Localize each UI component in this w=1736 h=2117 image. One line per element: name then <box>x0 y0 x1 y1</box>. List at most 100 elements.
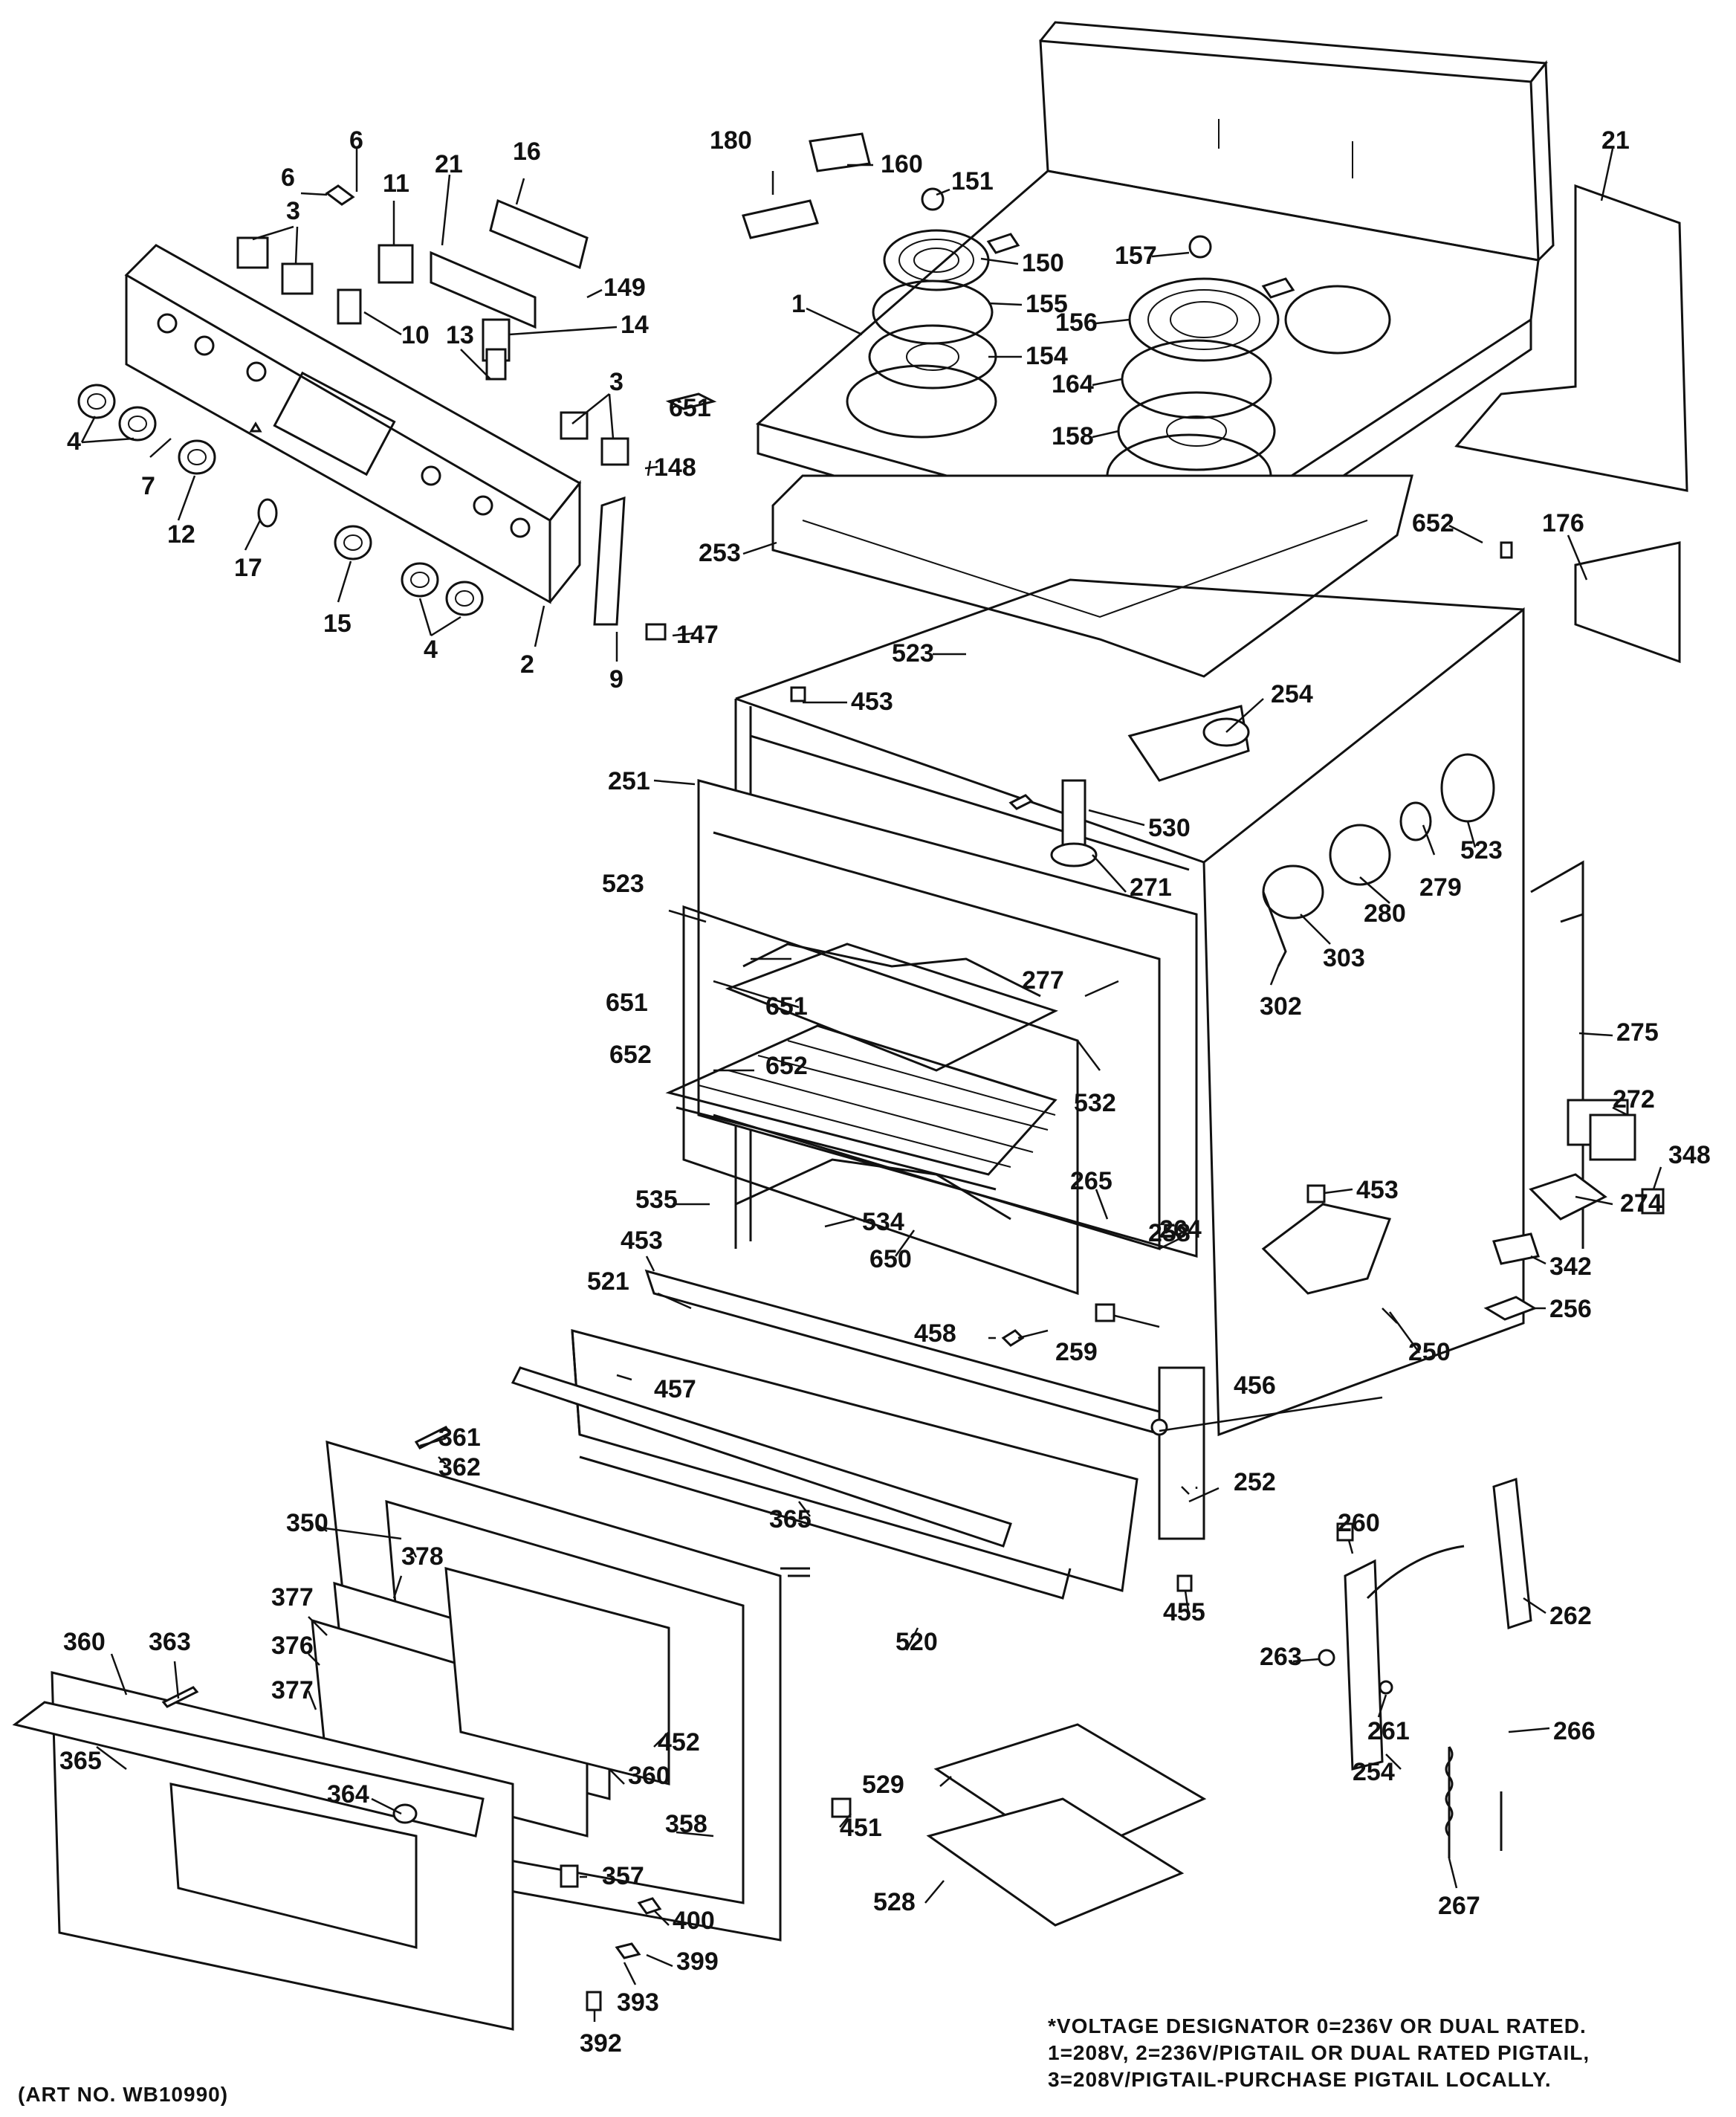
part-label: 264 <box>1159 1215 1202 1244</box>
part-label: 652 <box>765 1052 808 1080</box>
voltage-note-line: 1=208V, 2=236V/PIGTAIL OR DUAL RATED PIG… <box>1048 2041 1590 2064</box>
part-label: 256 <box>1549 1295 1592 1323</box>
part-label: 392 <box>580 2029 622 2058</box>
part-label: 250 <box>1408 1338 1451 1366</box>
part-labels: 6 6 3 11 21 16 10 13 149 14 3 148 4 7 12… <box>59 126 1711 2058</box>
broiler-pan <box>926 1723 1207 1927</box>
part-label: 364 <box>327 1780 369 1809</box>
art-number: (ART NO. WB10990) <box>18 2083 229 2106</box>
part-label: 458 <box>914 1319 956 1348</box>
part-label: 4 <box>67 427 81 456</box>
leader-lines <box>80 148 1662 2022</box>
part-label: 265 <box>1070 1167 1112 1195</box>
part-label: 303 <box>1323 944 1365 972</box>
part-label: 157 <box>1115 242 1157 270</box>
part-label: 652 <box>609 1041 652 1069</box>
part-label: 350 <box>286 1509 328 1537</box>
part-label: 358 <box>665 1810 707 1838</box>
part-label: 254 <box>1271 680 1313 708</box>
part-label: 2 <box>520 650 534 679</box>
part-label: 302 <box>1260 992 1302 1021</box>
part-label: 7 <box>141 472 155 500</box>
part-label: 260 <box>1338 1509 1380 1537</box>
part-label: 156 <box>1055 308 1098 337</box>
part-label: 523 <box>602 870 644 898</box>
part-label: 263 <box>1260 1643 1302 1671</box>
part-label: 253 <box>699 539 741 567</box>
part-label: 453 <box>851 688 893 716</box>
part-label: 147 <box>676 621 719 649</box>
switches <box>236 132 871 641</box>
part-label: 456 <box>1234 1371 1276 1400</box>
cooktop-assembly <box>755 21 1555 582</box>
part-label: 651 <box>606 989 648 1017</box>
part-label: 523 <box>892 639 934 668</box>
part-label: 453 <box>1356 1176 1399 1204</box>
part-label: 280 <box>1364 899 1406 928</box>
rear-panel <box>1454 184 1688 492</box>
part-label: 6 <box>281 164 295 192</box>
part-label: 534 <box>862 1208 904 1236</box>
part-label: 272 <box>1613 1085 1655 1114</box>
part-label: 154 <box>1026 342 1068 370</box>
part-label: 532 <box>1074 1089 1116 1117</box>
part-label: 254 <box>1353 1758 1395 1786</box>
part-label: 365 <box>59 1747 102 1775</box>
voltage-designator-note: *VOLTAGE DESIGNATOR 0=236V OR DUAL RATED… <box>1048 2013 1590 2093</box>
part-label: 3 <box>609 368 624 396</box>
oven-door-outer <box>12 1671 514 2031</box>
part-label: 1 <box>791 290 806 318</box>
part-label: 277 <box>1022 966 1064 995</box>
part-label: 259 <box>1055 1338 1098 1366</box>
oven-rack <box>665 943 1058 1191</box>
part-label: 4 <box>424 636 438 664</box>
part-label: 651 <box>765 992 808 1021</box>
part-label: 252 <box>1234 1468 1276 1496</box>
part-label: 275 <box>1616 1018 1659 1047</box>
part-label: 6 <box>349 126 363 155</box>
part-label: 251 <box>608 767 650 795</box>
part-label: 360 <box>63 1628 106 1656</box>
part-label: 650 <box>869 1245 912 1273</box>
part-label: 360 <box>628 1762 670 1790</box>
part-label: 279 <box>1419 873 1462 902</box>
part-label: 10 <box>401 321 430 349</box>
part-label: 11 <box>383 169 409 198</box>
part-label: 457 <box>654 1375 696 1403</box>
voltage-note-line: *VOLTAGE DESIGNATOR 0=236V OR DUAL RATED… <box>1048 2014 1587 2037</box>
part-label: 451 <box>840 1814 882 1842</box>
part-label: 21 <box>1601 126 1630 155</box>
part-label: 378 <box>401 1542 444 1571</box>
part-label: 399 <box>676 1948 719 1976</box>
part-label: 160 <box>881 150 923 178</box>
door-hinges <box>1318 1477 1532 1858</box>
part-label: 361 <box>438 1423 481 1452</box>
part-label: 267 <box>1438 1892 1480 1920</box>
part-label: 400 <box>673 1907 715 1935</box>
part-label: 530 <box>1148 814 1191 842</box>
part-label: 164 <box>1052 370 1094 398</box>
part-label: 14 <box>621 311 649 339</box>
part-label: 452 <box>658 1728 700 1756</box>
range-body <box>665 578 1525 1437</box>
part-label: 266 <box>1553 1717 1596 1745</box>
part-label: 342 <box>1549 1253 1592 1281</box>
part-label: 12 <box>167 520 195 549</box>
part-label: 274 <box>1620 1189 1662 1218</box>
part-label: 523 <box>1460 836 1503 864</box>
part-label: 528 <box>873 1888 916 1916</box>
part-label: 15 <box>323 610 352 638</box>
part-label: 149 <box>603 274 646 302</box>
part-label: 17 <box>234 554 262 582</box>
part-label: 365 <box>769 1505 812 1533</box>
part-label: 521 <box>587 1267 629 1296</box>
part-label: 13 <box>446 321 474 349</box>
part-label: 262 <box>1549 1602 1592 1630</box>
part-label: 155 <box>1026 290 1068 318</box>
terminal-block <box>1483 860 1665 1321</box>
part-label: 377 <box>271 1676 314 1704</box>
part-label: 362 <box>438 1453 481 1481</box>
part-label: 21 <box>435 150 463 178</box>
control-knobs <box>77 384 484 616</box>
